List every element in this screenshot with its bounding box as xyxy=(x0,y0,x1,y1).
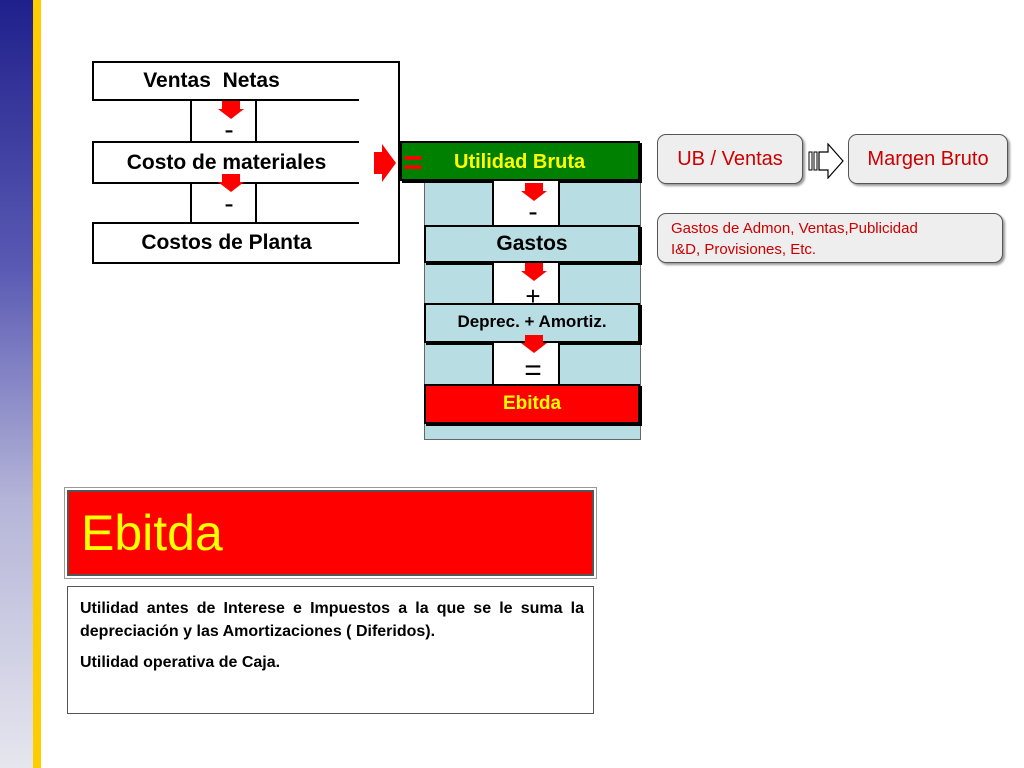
margen-bruto-box: Margen Bruto xyxy=(848,134,1008,184)
left-decorative-stripe xyxy=(33,0,41,768)
ebitda-result-label: Ebitda xyxy=(502,393,562,414)
left-decorative-bar xyxy=(0,0,33,768)
center-connector-3 xyxy=(492,343,560,384)
costos-planta-box: Costos de Planta xyxy=(92,222,359,264)
minus-operator-1: - xyxy=(224,114,234,145)
ub-ventas-label: UB / Ventas xyxy=(677,147,783,170)
gastos-note-line2: I&D, Provisiones, Etc. xyxy=(671,241,817,258)
red-down-arrow-icon xyxy=(521,335,547,353)
definition-paragraph-2: Utilidad operativa de Caja. xyxy=(80,654,281,671)
red-down-arrow-icon xyxy=(521,263,547,281)
outline-right-arrow-icon xyxy=(808,143,844,179)
utilidad-bruta-label: Utilidad Bruta xyxy=(454,151,586,173)
left-connector-2 xyxy=(190,184,257,222)
definition-paragraph-1: Utilidad antes de Interese e Impuestos a… xyxy=(80,600,584,640)
costo-materiales-label: Costo de materiales xyxy=(126,150,327,174)
red-down-arrow-icon xyxy=(218,101,244,119)
minus-operator-2: - xyxy=(224,188,234,219)
red-down-arrow-icon xyxy=(218,174,244,192)
ventas-netas-box: Ventas Netas xyxy=(92,61,359,101)
utilidad-bruta-box: = Utilidad Bruta xyxy=(400,141,640,181)
margen-bruto-label: Margen Bruto xyxy=(867,147,989,170)
gastos-note-line1: Gastos de Admon, Ventas,Publicidad xyxy=(671,220,918,237)
minus-operator-center: - xyxy=(528,196,538,227)
deprec-amortiz-label: Deprec. + Amortiz. xyxy=(457,312,607,331)
left-connector-1 xyxy=(190,101,257,141)
gastos-label: Gastos xyxy=(496,232,568,255)
red-right-arrow-icon xyxy=(374,144,396,182)
equals-operator-left: = xyxy=(403,144,423,182)
plus-operator: + xyxy=(525,281,541,311)
costos-planta-label: Costos de Planta xyxy=(141,231,312,254)
ebitda-result-box: Ebitda xyxy=(424,384,640,424)
ebitda-banner: Ebitda xyxy=(64,487,597,579)
gastos-box: Gastos xyxy=(424,225,640,263)
ebitda-banner-title: Ebitda xyxy=(81,505,223,561)
ventas-netas-label: Ventas Netas xyxy=(143,69,280,92)
ebitda-definition-box: Utilidad antes de Interese e Impuestos a… xyxy=(67,586,594,714)
equals-operator-center: = xyxy=(524,354,542,387)
red-down-arrow-icon xyxy=(521,183,547,201)
gastos-note-box: Gastos de Admon, Ventas,Publicidad I&D, … xyxy=(657,213,1003,263)
ub-ventas-box: UB / Ventas xyxy=(657,134,803,184)
